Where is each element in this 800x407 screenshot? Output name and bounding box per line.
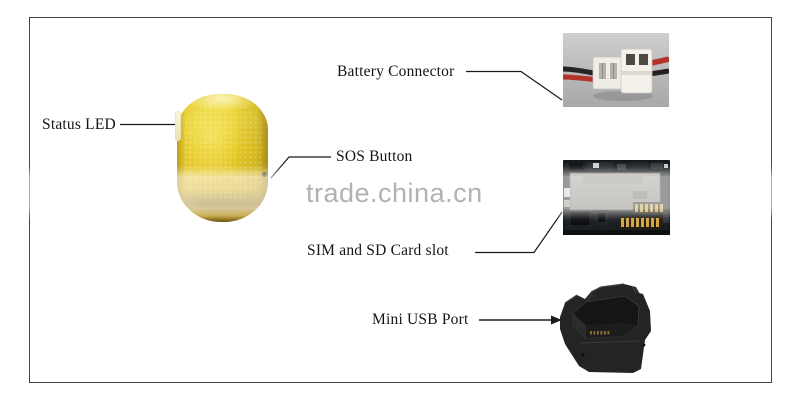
sos-button-dot bbox=[262, 172, 267, 177]
battery-connector-label: Battery Connector bbox=[337, 63, 455, 80]
watermark-band bbox=[0, 176, 800, 209]
sim-sd-slot-label: SIM and SD Card slot bbox=[307, 242, 449, 259]
mini-usb-port-label: Mini USB Port bbox=[372, 311, 469, 328]
watermark-text: trade.china.cn bbox=[306, 178, 483, 208]
battery-connector-photo bbox=[563, 33, 669, 107]
status-led-indicator bbox=[175, 111, 181, 141]
sos-button-label: SOS Button bbox=[336, 148, 413, 165]
mini-usb-cradle-photo bbox=[560, 283, 651, 373]
status-led-label: Status LED bbox=[42, 116, 116, 133]
